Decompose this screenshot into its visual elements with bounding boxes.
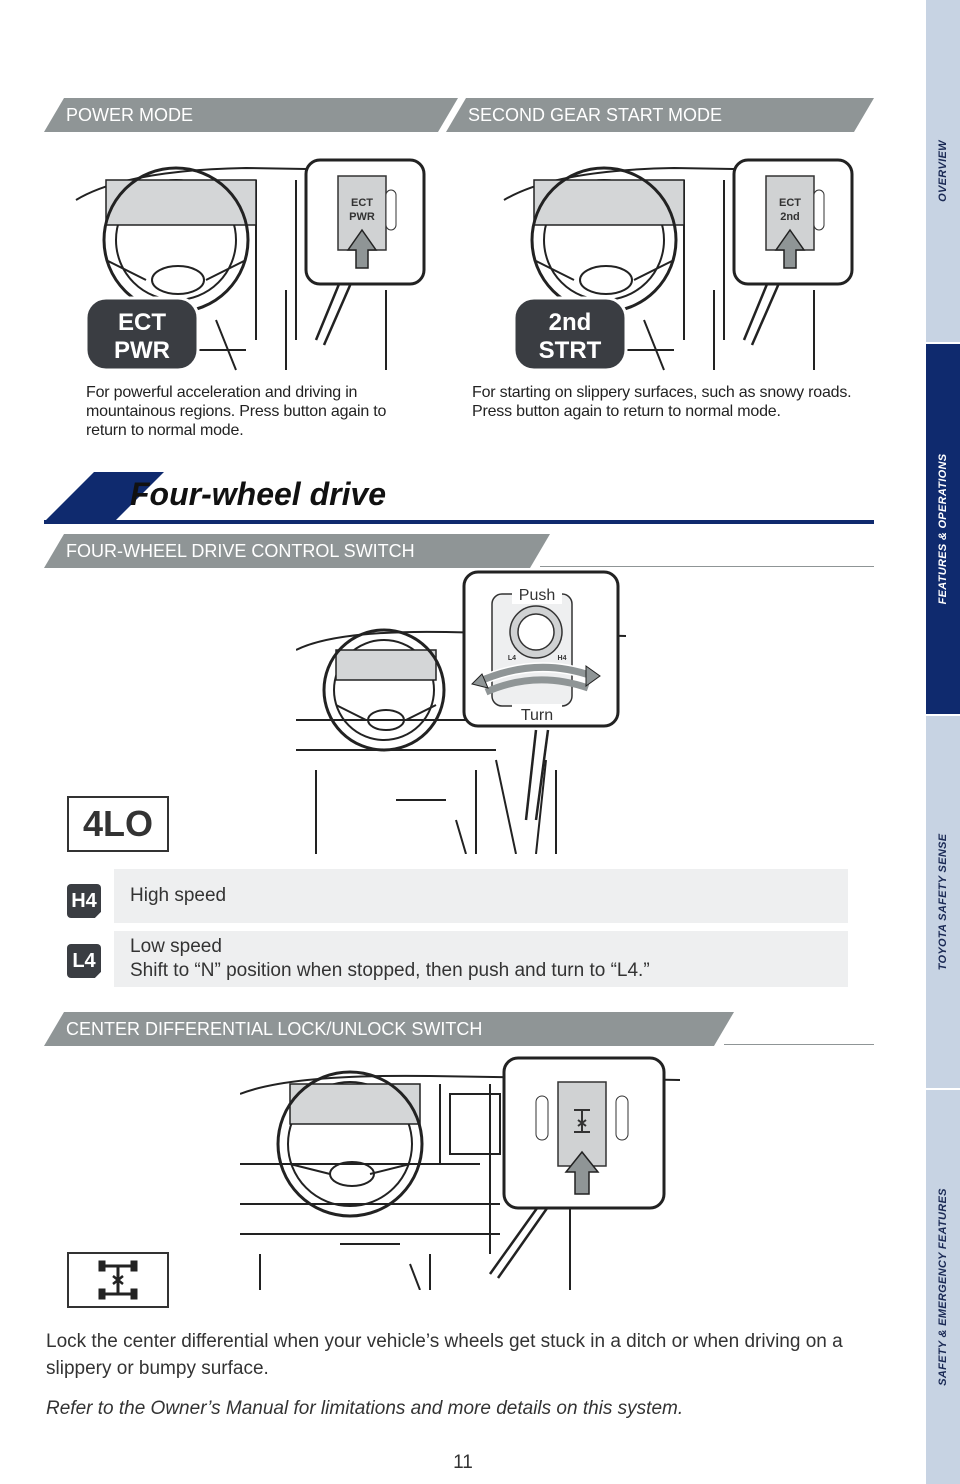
l4-description: Low speed Shift to “N” position when sto…: [114, 931, 848, 987]
center-diff-lock-icon: [574, 1109, 590, 1133]
tab-overview-label: OVERVIEW: [937, 140, 949, 202]
h4-description-text: High speed: [130, 885, 227, 906]
four-lo-indicator-text: 4LO: [82, 803, 153, 844]
four-wheel-control-header: FOUR-WHEEL DRIVE CONTROL SWITCH: [44, 534, 550, 568]
tab-toyota-safety-sense[interactable]: TOYOTA SAFETY SENSE: [926, 716, 960, 1088]
inset-pwr-text: PWR: [349, 211, 375, 223]
dial-l4-text: L4: [508, 655, 516, 662]
center-diff-illustration: [240, 1056, 680, 1290]
power-mode-header: POWER MODE: [44, 98, 458, 132]
center-diff-indicator: [67, 1252, 169, 1308]
tab-features-operations-label: FEATURES & OPERATIONS: [937, 453, 949, 605]
2nd-strt-button-line2: STRT: [539, 337, 602, 364]
center-diff-header: CENTER DIFFERENTIAL LOCK/UNLOCK SWITCH: [44, 1012, 734, 1046]
side-navigation: OVERVIEW FEATURES & OPERATIONS TOYOTA SA…: [926, 0, 960, 1484]
four-wheel-control-illustration: PUSH L4 H4 Push Turn: [296, 570, 626, 854]
h4-badge: H4: [67, 884, 101, 918]
h4-description: High speed: [114, 869, 848, 923]
inset-ect-text: ECT: [779, 197, 801, 209]
inset-ect-text: ECT: [351, 197, 373, 209]
l4-badge: L4: [67, 944, 101, 978]
tab-divider: [926, 1088, 960, 1090]
title-underline: [44, 520, 874, 524]
l4-description-line1: Low speed: [130, 936, 222, 957]
power-mode-illustration: ECT PWR ECT PWR: [75, 158, 426, 372]
four-wheel-drive-title-bar: Four-wheel drive: [44, 472, 874, 524]
ect-pwr-button-line1: ECT: [118, 309, 166, 336]
push-label: Push: [519, 587, 555, 604]
tab-divider: [926, 714, 960, 716]
l4-description-line2: Shift to “N” position when stopped, then…: [130, 960, 650, 981]
tab-safety-emergency-label: SAFETY & EMERGENCY FEATURES: [937, 1188, 949, 1386]
header-rule: [724, 1044, 874, 1045]
dial-h4-text: H4: [558, 655, 567, 662]
tab-divider: [926, 342, 960, 344]
tab-overview[interactable]: OVERVIEW: [926, 0, 960, 342]
second-gear-caption: For starting on slippery surfaces, such …: [472, 384, 852, 420]
second-gear-illustration: ECT 2nd 2nd STRT: [503, 158, 854, 372]
inset-2nd-text: 2nd: [780, 211, 800, 223]
owners-manual-note: Refer to the Owner’s Manual for limitati…: [46, 1398, 684, 1419]
turn-label: Turn: [521, 707, 553, 724]
tab-safety-emergency[interactable]: SAFETY & EMERGENCY FEATURES: [926, 1090, 960, 1484]
tab-toyota-safety-sense-label: TOYOTA SAFETY SENSE: [937, 833, 949, 971]
four-lo-indicator: 4LO: [67, 796, 169, 852]
header-rule: [540, 566, 874, 567]
power-mode-caption: For powerful acceleration and driving in…: [86, 384, 387, 439]
tab-features-operations[interactable]: FEATURES & OPERATIONS: [926, 344, 960, 714]
center-diff-body: Lock the center differential when your v…: [46, 1331, 843, 1379]
page-number: 11: [453, 1452, 473, 1473]
2nd-strt-button-line1: 2nd: [549, 309, 592, 336]
four-wheel-drive-title: Four-wheel drive: [130, 476, 387, 512]
second-gear-header: SECOND GEAR START MODE: [446, 98, 874, 132]
ect-pwr-button-line2: PWR: [114, 337, 170, 364]
center-diff-lock-icon: [98, 1260, 138, 1300]
